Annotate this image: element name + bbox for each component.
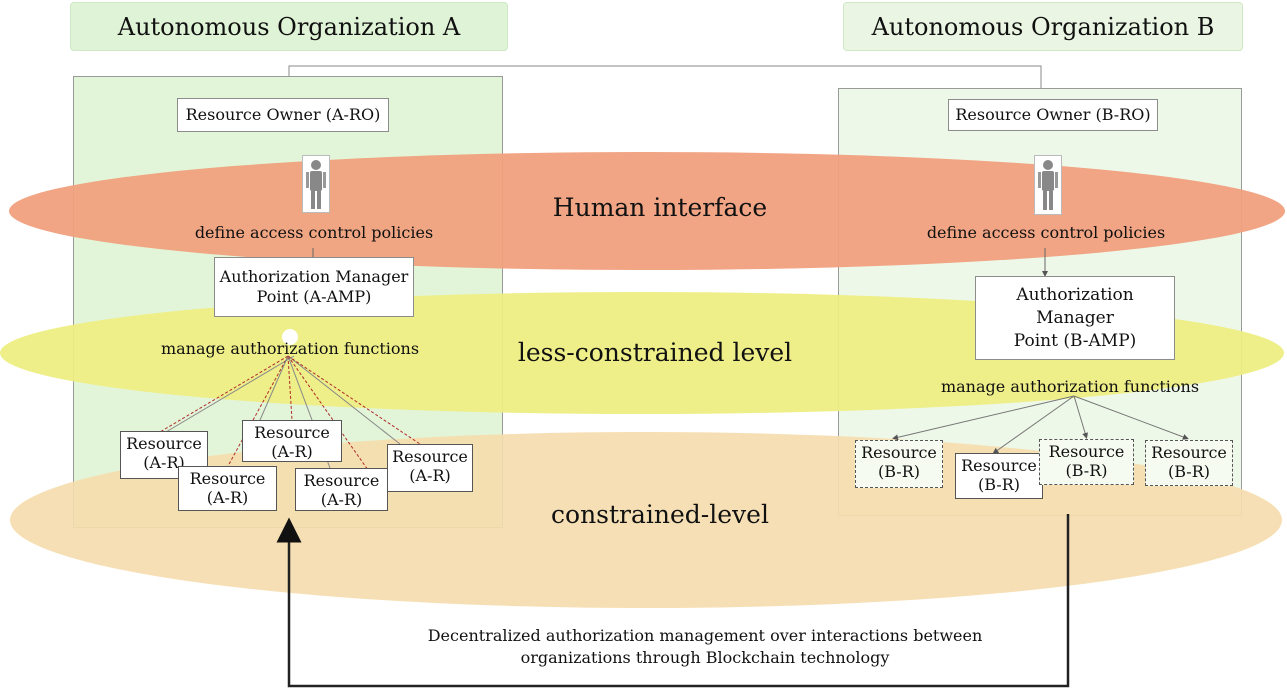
inter-org-connector — [288, 65, 1042, 88]
person-icon — [1034, 155, 1062, 215]
org-b-resource-3: Resource(B-R) — [1039, 439, 1134, 485]
org-b-resource-2: Resource(B-R) — [955, 453, 1043, 499]
org-a-resource-owner: Resource Owner (A-RO) — [177, 98, 389, 132]
org-b-amp-line2: Point (B-AMP) — [1013, 330, 1137, 351]
org-a-manage-functions: manage authorization functions — [160, 339, 420, 358]
org-a-resource-5: Resource(A-R) — [295, 468, 388, 511]
org-b-resource-1: Resource(B-R) — [855, 440, 943, 488]
blockchain-caption-line2: organizations through Blockchain technol… — [520, 648, 890, 667]
org-b-amp-line1: Authorization Manager — [1016, 284, 1134, 328]
org-b-resource-links — [892, 395, 1189, 454]
blockchain-caption-line1: Decentralized authorization management o… — [427, 626, 983, 645]
person-icon — [302, 155, 330, 213]
org-a-amp: Authorization Manager Point (A-AMP) — [214, 257, 414, 317]
org-a-resource-2: Resource(A-R) — [242, 420, 342, 462]
blockchain-caption: Decentralized authorization management o… — [340, 625, 1070, 669]
blockchain-arrow — [276, 514, 1070, 688]
human-interface-ellipse — [9, 152, 1285, 270]
constrained-level-label: constrained-level — [551, 500, 769, 529]
org-a-title: Autonomous Organization A — [70, 2, 508, 51]
org-b-resource-4: Resource(B-R) — [1145, 440, 1233, 486]
org-a-resource-3: Resource(A-R) — [387, 444, 473, 492]
org-a-amp-line2: Point (A-AMP) — [256, 287, 372, 306]
org-a-amp-node — [282, 329, 298, 345]
less-constrained-label: less-constrained level — [517, 338, 793, 367]
org-b-title: Autonomous Organization B — [843, 2, 1243, 51]
org-a-resource-4: Resource(A-R) — [178, 466, 277, 511]
org-b-manage-functions: manage authorization functions — [940, 377, 1200, 396]
human-interface-label: Human interface — [552, 193, 768, 222]
org-b-amp: Authorization Manager Point (B-AMP) — [975, 276, 1175, 360]
org-b-resource-owner: Resource Owner (B-RO) — [948, 99, 1158, 131]
org-a-resource-links — [159, 355, 421, 471]
org-a-amp-line1: Authorization Manager — [219, 267, 409, 286]
org-a-define-policies: define access control policies — [194, 223, 434, 242]
org-b-define-policies: define access control policies — [926, 223, 1166, 242]
